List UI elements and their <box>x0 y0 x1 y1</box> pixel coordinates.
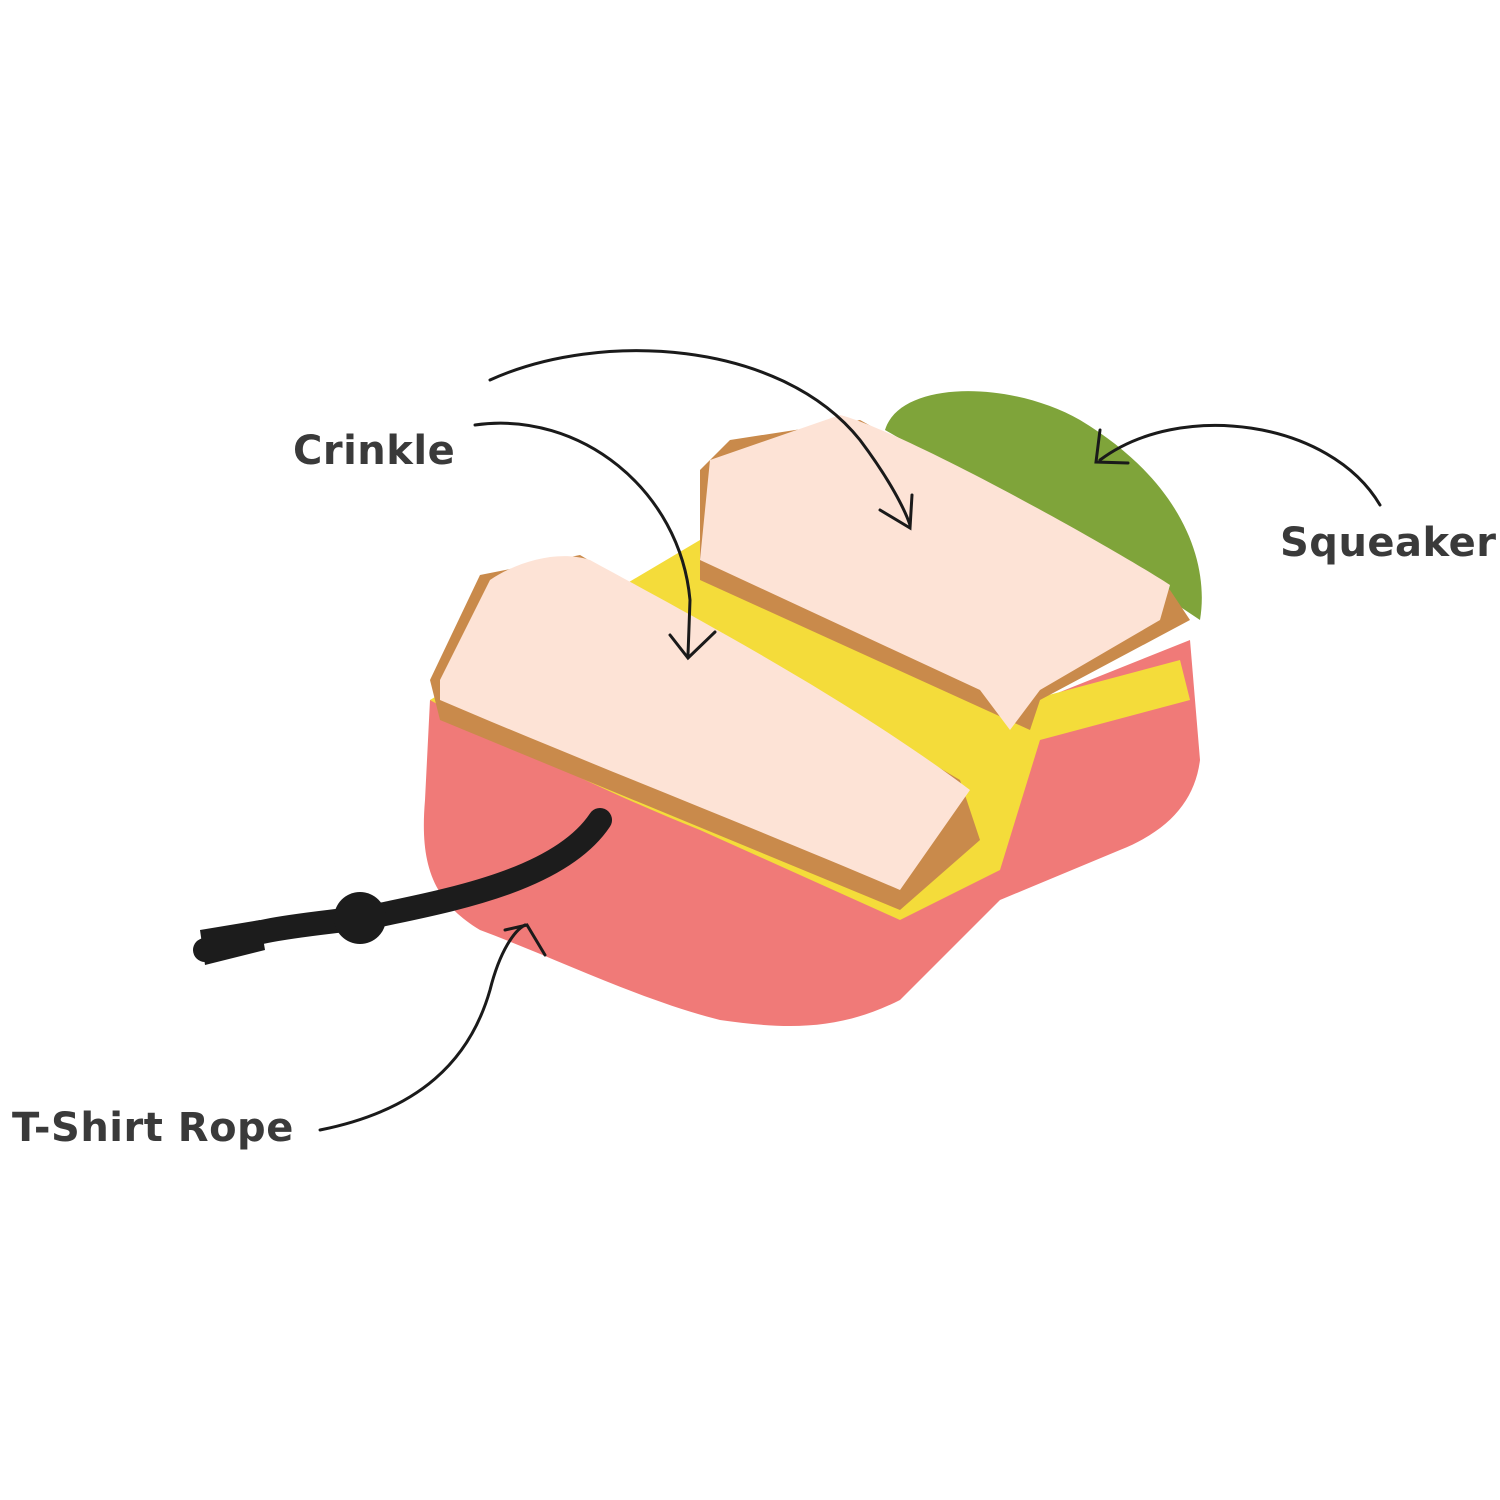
callout-arrows <box>318 349 1382 1132</box>
crinkle-arrow-back <box>488 349 912 527</box>
bread-slice-back <box>700 415 1170 730</box>
crinkle-arrow-back-head <box>878 493 914 531</box>
crinkle-label: Crinkle <box>293 428 456 474</box>
rope-frayed-end <box>200 920 265 965</box>
squeaker-arrow-head <box>1094 428 1130 465</box>
crinkle-arrow-front-head <box>668 630 717 661</box>
squeaker-label: Squeaker <box>1280 520 1497 566</box>
rope-arrow <box>318 923 527 1132</box>
rope-label: T-Shirt Rope <box>12 1105 294 1151</box>
crinkle-arrow-front <box>473 421 692 657</box>
rope-arrow-head <box>503 923 547 957</box>
rope-knot <box>334 892 386 944</box>
bread-slice-front <box>440 556 970 890</box>
squeaker-arrow <box>1098 424 1382 507</box>
